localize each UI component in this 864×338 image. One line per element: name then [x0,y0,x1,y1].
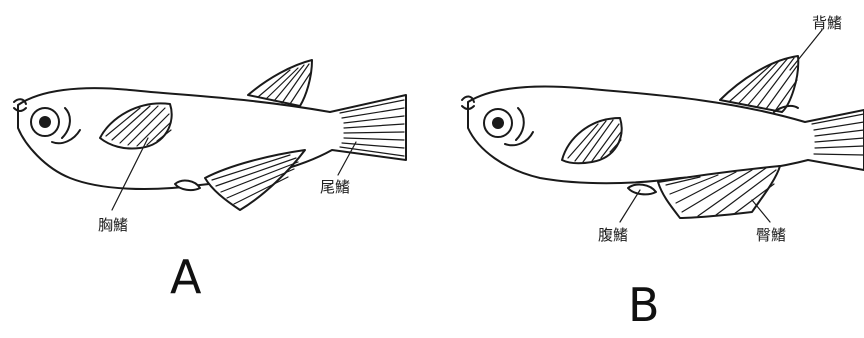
fish-b-dorsal-leader [790,30,822,70]
fish-a-letter: A [170,250,201,304]
fish-b-anal-fin-label: 臀鰭 [756,224,786,245]
fish-a-pectoral-fin-label: 胸鰭 [98,214,128,235]
fish-a-caudal-fin-label: 尾鰭 [320,176,350,197]
fish-b-pelvic-fin [628,185,656,195]
fish-b-drawing [462,30,864,222]
fish-b-anal-leader [752,200,770,222]
fish-b-body [468,87,864,184]
fish-b-letter: B [628,278,660,332]
fish-b-dorsal-fin-label: 背鰭 [812,12,842,33]
fish-b-pelvic-fin-label: 腹鰭 [598,224,628,245]
fish-b-pelvic-leader [620,190,640,222]
